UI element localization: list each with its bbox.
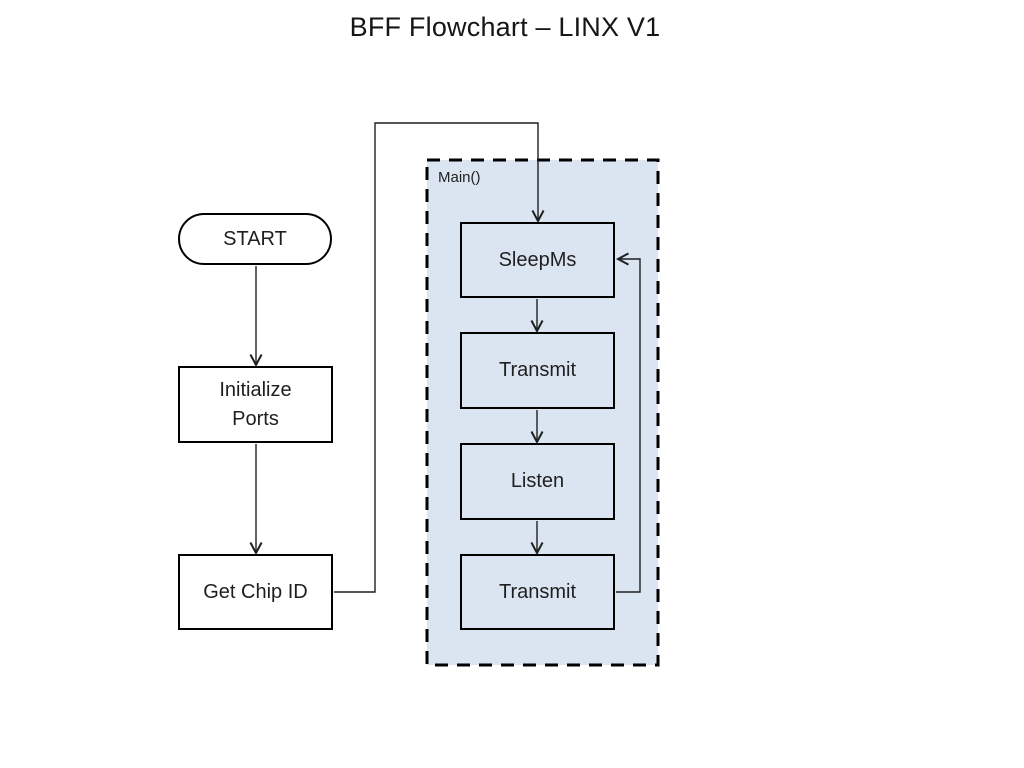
node-start: START	[178, 213, 332, 265]
edge-transmit2-to-sleepms-loopback	[615, 252, 641, 593]
node-transmit-2: Transmit	[460, 554, 615, 630]
node-sleepms: SleepMs	[460, 222, 615, 298]
main-loop-label: Main()	[438, 169, 481, 186]
node-transmit-1: Transmit	[460, 332, 615, 409]
node-initialize-ports: Initialize Ports	[178, 366, 333, 443]
node-listen: Listen	[460, 443, 615, 520]
edge-getchip-to-sleepms	[334, 122, 545, 593]
page-title: BFF Flowchart – LINX V1	[349, 12, 661, 42]
node-get-chip-id: Get Chip ID	[178, 554, 333, 630]
